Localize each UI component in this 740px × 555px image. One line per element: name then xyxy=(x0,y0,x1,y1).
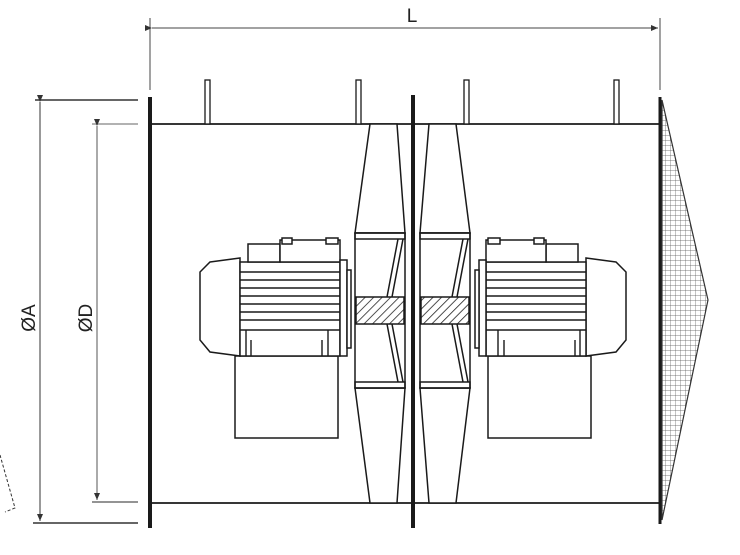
protective-grille xyxy=(661,99,709,521)
casing xyxy=(148,95,662,528)
mounting-brackets xyxy=(204,79,620,125)
dimension-d-label: ØD xyxy=(76,304,97,333)
impeller-left xyxy=(354,123,406,504)
dimension-a xyxy=(33,95,138,524)
leader-line xyxy=(0,454,16,513)
motor-right xyxy=(474,237,627,439)
impeller-right xyxy=(419,123,471,504)
dimension-d xyxy=(92,119,138,503)
dimension-a-label: ØA xyxy=(19,304,40,332)
dimension-l-label: L xyxy=(407,6,418,27)
motor-left xyxy=(199,237,352,439)
dimension-l xyxy=(145,18,661,90)
